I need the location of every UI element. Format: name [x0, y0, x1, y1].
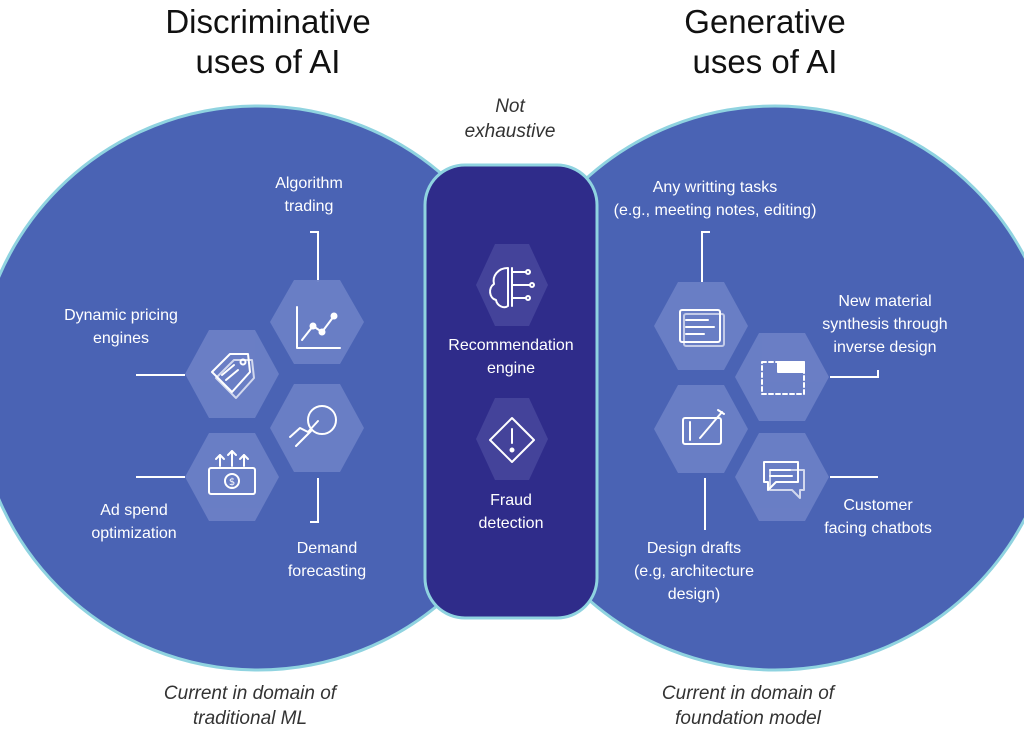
label-line: Dynamic pricing [64, 307, 178, 324]
note-line: Not [495, 96, 525, 117]
chat-bubbles-icon [763, 461, 805, 499]
label-material-synthesis: New material synthesis through inverse d… [800, 290, 970, 359]
foundation-model-footnote: Current in domain of foundation model [598, 681, 898, 731]
brain-circuit-icon [489, 267, 535, 309]
hexagon-material [735, 333, 829, 421]
label-fraud-detection: Fraud detection [426, 489, 596, 535]
money-growth-icon: $ [208, 450, 256, 495]
label-line: engine [486, 360, 536, 377]
label-design-drafts: Design drafts (e.g, architecture design) [614, 537, 774, 606]
label-line: trading [284, 198, 334, 215]
label-line: inverse design [833, 339, 937, 356]
heading-line: Discriminative [165, 3, 371, 40]
footnote-line: Current in domain of [163, 683, 337, 704]
heading-line: uses of AI [195, 43, 341, 80]
label-line: facing chatbots [824, 520, 932, 537]
discriminative-heading: Discriminative uses of AI [88, 2, 448, 82]
label-line: synthesis through [822, 316, 948, 333]
label-line: forecasting [287, 563, 367, 580]
hexagon-demand-forecasting [270, 384, 364, 472]
footnote-line: traditional ML [192, 708, 308, 729]
connector-lines [136, 231, 879, 530]
label-line: New material [838, 293, 932, 310]
magnifier-chart-icon [289, 405, 337, 447]
hexagon-design [654, 385, 748, 473]
hexagon-algorithm-trading [270, 280, 364, 364]
label-algorithm-trading: Algorithm trading [240, 172, 378, 218]
window-frame-icon [761, 361, 805, 395]
label-line: Fraud [490, 492, 532, 509]
label-line: (e.g., meeting notes, editing) [613, 202, 817, 219]
label-line: Ad spend [100, 502, 168, 519]
label-recommendation-engine: Recommendation engine [426, 334, 596, 380]
svg-text:$: $ [229, 477, 235, 488]
label-customer-chatbots: Customer facing chatbots [800, 494, 956, 540]
hexagon-ad-spend [185, 433, 279, 521]
traditional-ml-footnote: Current in domain of traditional ML [100, 681, 400, 731]
heading-line: uses of AI [692, 43, 838, 80]
label-line: Customer [843, 497, 913, 514]
label-line: detection [478, 515, 544, 532]
footnote-line: Current in domain of [661, 683, 835, 704]
label-line: design) [667, 586, 721, 603]
label-demand-forecasting: Demand forecasting [258, 537, 396, 583]
document-text-icon [679, 309, 725, 347]
label-dynamic-pricing: Dynamic pricing engines [36, 304, 206, 350]
footnote-line: foundation model [675, 708, 821, 729]
label-writing-tasks: Any writting tasks (e.g., meeting notes,… [594, 176, 836, 222]
label-line: Any writting tasks [652, 179, 778, 196]
warning-diamond-icon [489, 417, 535, 463]
note-line: exhaustive [464, 121, 556, 142]
label-line: Recommendation [448, 337, 574, 354]
generative-heading: Generative uses of AI [585, 2, 945, 82]
line-chart-icon [296, 306, 341, 349]
label-line: Demand [296, 540, 358, 557]
label-line: (e.g, architecture [633, 563, 755, 580]
heading-line: Generative [684, 3, 846, 40]
tablet-pen-icon [682, 409, 725, 445]
price-tag-icon [211, 353, 255, 399]
label-line: optimization [91, 525, 177, 542]
label-line: Design drafts [646, 540, 742, 557]
not-exhaustive-note: Not exhaustive [430, 94, 590, 144]
overlap-region [423, 163, 599, 620]
label-line: Algorithm [275, 175, 343, 192]
label-line: engines [92, 330, 150, 347]
label-ad-spend: Ad spend optimization [66, 499, 202, 545]
